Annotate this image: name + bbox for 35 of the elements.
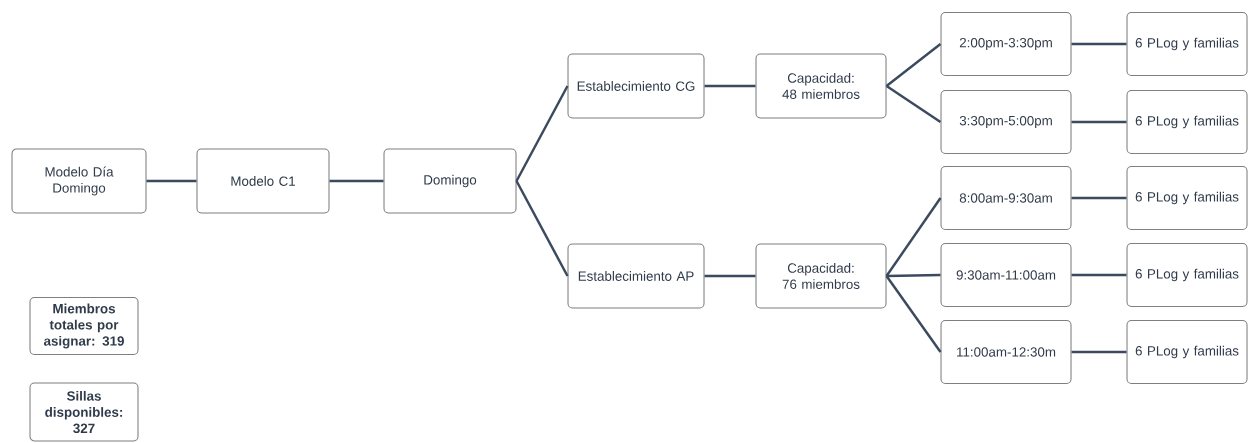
connector-line: [704, 274, 756, 278]
process-box: Modelo Día Domingo: [11, 148, 147, 214]
connector-line: [885, 197, 942, 277]
connector-line: [885, 275, 942, 353]
process-box: Modelo C1: [196, 148, 330, 214]
connector-line: [885, 43, 942, 87]
connector-line: [1071, 350, 1127, 354]
process-box: 9:30am-11:00am: [940, 242, 1072, 308]
connector-line: [885, 84, 942, 124]
process-box: 6 PLog y familias: [1126, 319, 1248, 385]
process-box: Domingo: [383, 148, 517, 214]
process-box: Capacidad: 48 miembros: [755, 53, 887, 119]
process-box: 8:00am-9:30am: [940, 165, 1072, 231]
connector-line: [515, 180, 569, 277]
note-box: Miembros totales por asignar: 319: [29, 296, 139, 356]
connector-line: [329, 179, 384, 183]
connector-line: [1071, 120, 1127, 124]
process-box: 3:30pm-5:00pm: [940, 89, 1072, 155]
process-box: 6 PLog y familias: [1126, 165, 1248, 231]
process-box: 6 PLog y familias: [1126, 89, 1248, 155]
process-box: 6 PLog y familias: [1126, 11, 1248, 77]
process-box: Establecimiento CG: [567, 53, 705, 119]
process-box: 2:00pm-3:30pm: [940, 11, 1072, 77]
process-box: Capacidad: 76 miembros: [755, 243, 887, 309]
process-box: 6 PLog y familias: [1126, 242, 1248, 308]
process-box: Establecimiento AP: [567, 243, 705, 309]
connector-line: [1071, 196, 1127, 200]
connector-line: [515, 85, 569, 182]
connector-line: [886, 273, 941, 278]
connector-line: [704, 84, 756, 88]
connector-line: [146, 179, 197, 183]
process-box: 11:00am-12:30m: [940, 319, 1072, 385]
connector-line: [1071, 42, 1127, 46]
note-box: Sillas disponibles: 327: [29, 382, 139, 442]
connector-line: [1071, 273, 1127, 277]
